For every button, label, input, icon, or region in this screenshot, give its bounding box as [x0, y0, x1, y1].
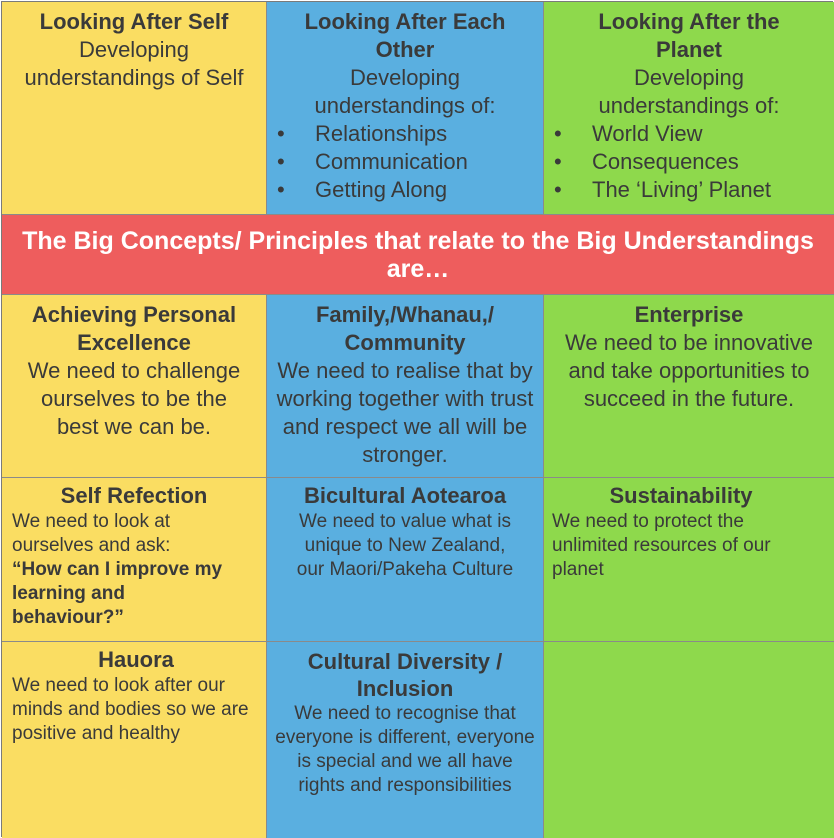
bullet-icon: •: [554, 121, 562, 146]
cell-enterprise: Enterprise We need to be innovative and …: [544, 295, 834, 478]
cell-hauora: Hauora We need to look after our minds a…: [2, 642, 267, 838]
cell-title: Bicultural Aotearoa: [303, 483, 507, 508]
cell-looking-after-each-other: Looking After Each Other Developing unde…: [267, 2, 544, 215]
cell-title: Family,/Whanau,/ Community: [315, 302, 495, 355]
cell-body: Developing understandings of:: [598, 65, 780, 118]
cell-sustainability: Sustainability We need to protect the un…: [544, 478, 834, 642]
cell-title: Cultural Diversity / Inclusion: [307, 649, 503, 701]
cell-body: Developing understandings of Self: [24, 37, 244, 90]
bullet-list: •Relationships •Communication •Getting A…: [275, 120, 535, 204]
cell-bicultural-aotearoa: Bicultural Aotearoa We need to value wha…: [267, 478, 544, 642]
bullet-icon: •: [277, 177, 285, 202]
list-item: •World View: [554, 121, 703, 146]
cell-body: We need to protect the unlimited resourc…: [552, 511, 771, 580]
cell-body: Developing understandings of:: [314, 65, 496, 118]
bullet-icon: •: [554, 177, 562, 202]
cell-title: Looking After Each Other: [304, 9, 506, 62]
cell-family-community: Family,/Whanau,/ Community We need to re…: [267, 295, 544, 478]
cell-body: We need to be innovative and take opport…: [565, 330, 813, 411]
list-item: •Relationships: [277, 121, 448, 146]
bullet-list: •World View •Consequences •The ‘Living’ …: [552, 120, 826, 204]
principles-banner: The Big Concepts/ Principles that relate…: [2, 215, 834, 295]
cell-title: Hauora: [98, 647, 174, 672]
cell-body: We need to value what is unique to New Z…: [296, 511, 514, 580]
cell-title: Looking After Self: [39, 9, 229, 34]
cell-empty: [544, 642, 834, 838]
cell-personal-excellence: Achieving Personal Excellence We need to…: [2, 295, 267, 478]
cell-cultural-diversity: Cultural Diversity / Inclusion We need t…: [267, 642, 544, 838]
cell-title: Sustainability: [609, 483, 753, 508]
bullet-icon: •: [277, 121, 285, 146]
list-item: •The ‘Living’ Planet: [554, 177, 771, 202]
cell-body: We need to recognise that everyone is di…: [275, 703, 535, 796]
cell-title: Enterprise: [634, 302, 744, 327]
cell-title: Achieving Personal Excellence: [31, 302, 237, 355]
cell-body: We need to look at ourselves and ask:: [12, 511, 171, 556]
cell-looking-after-self: Looking After Self Developing understand…: [2, 2, 267, 215]
cell-self-reflection: Self Refection We need to look at oursel…: [2, 478, 267, 642]
list-item: •Communication: [277, 149, 468, 174]
cell-title: Self Refection: [60, 483, 208, 508]
list-item: •Consequences: [554, 149, 739, 174]
reflection-quote: “How can I improve my learning and behav…: [12, 559, 223, 628]
bullet-icon: •: [554, 149, 562, 174]
cell-looking-after-planet: Looking After the Planet Developing unde…: [544, 2, 834, 215]
bullet-icon: •: [277, 149, 285, 174]
cell-body: We need to challenge ourselves to be the…: [27, 358, 241, 439]
cell-body: We need to look after our minds and bodi…: [12, 675, 249, 744]
cell-title: Looking After the Planet: [598, 9, 780, 62]
cell-body: We need to realise that by working toget…: [276, 358, 534, 467]
list-item: •Getting Along: [277, 177, 448, 202]
